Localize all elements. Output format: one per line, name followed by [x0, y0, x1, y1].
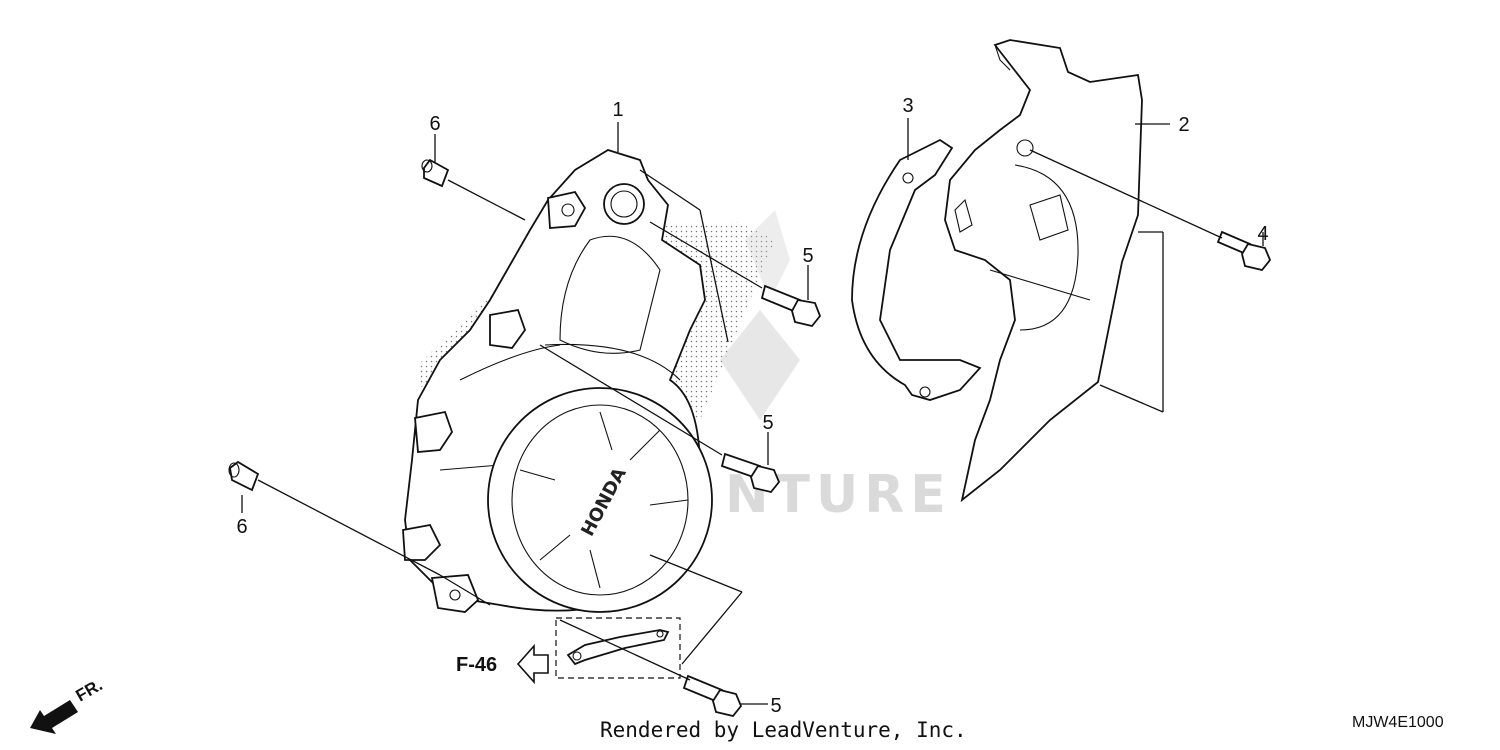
callout-1: 1 [612, 99, 623, 121]
front-label: FR. [73, 675, 106, 705]
front-direction-indicator: FR. [30, 675, 106, 734]
dowel-pin-part-6-lower[interactable] [228, 460, 260, 492]
dowel-pin-part-6-upper[interactable] [421, 158, 450, 188]
callout-5-middle: 5 [762, 412, 773, 434]
callout-6-lower: 6 [236, 516, 247, 538]
bolt-part-4[interactable] [1216, 230, 1272, 272]
bolt-part-5-lower[interactable] [682, 674, 743, 718]
front-direction-arrow-icon [30, 700, 78, 734]
hollow-arrow-left-icon [516, 643, 549, 685]
gasket-part-3[interactable] [851, 138, 982, 401]
callout-5-lower: 5 [770, 695, 781, 717]
leader-lines [241, 118, 1264, 705]
callout-6-upper: 6 [429, 113, 440, 135]
callout-2: 2 [1178, 114, 1189, 136]
reference-f46-link[interactable]: F-46 [456, 643, 549, 685]
reference-label[interactable]: F-46 [456, 654, 497, 676]
bracket-dashed-box [555, 617, 681, 679]
footer-credit: Rendered by LeadVenture, Inc. [600, 718, 967, 742]
callout-4: 4 [1257, 223, 1268, 245]
watermark [720, 210, 800, 420]
callout-3: 3 [902, 95, 913, 117]
bolt-part-5-middle[interactable] [720, 452, 781, 494]
diagram-code: MJW4E1000 [1352, 714, 1444, 731]
callout-5-upper: 5 [802, 245, 813, 267]
generator-cover-part-1[interactable]: HONDA [402, 149, 713, 613]
sprocket-cover-part-2[interactable] [944, 39, 1143, 503]
bolt-part-5-upper[interactable] [760, 284, 822, 328]
